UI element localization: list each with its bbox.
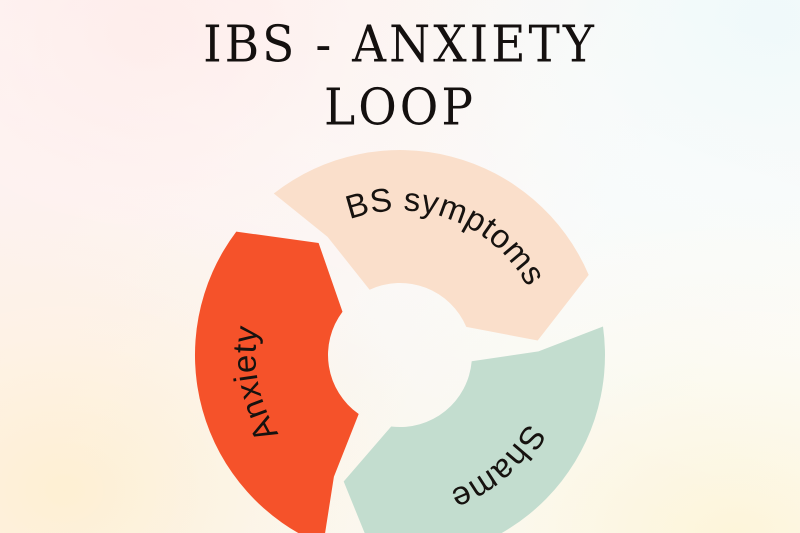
segment-shame[interactable]: Shame — [343, 326, 605, 533]
segment-anxiety[interactable]: Anxiety — [195, 231, 359, 533]
segment-anxiety-shape[interactable] — [195, 231, 359, 533]
page-title: IBS - ANXIETY LOOP — [0, 12, 800, 137]
title-line-1: IBS - ANXIETY — [203, 15, 597, 75]
title-line-2: LOOP — [324, 77, 476, 138]
